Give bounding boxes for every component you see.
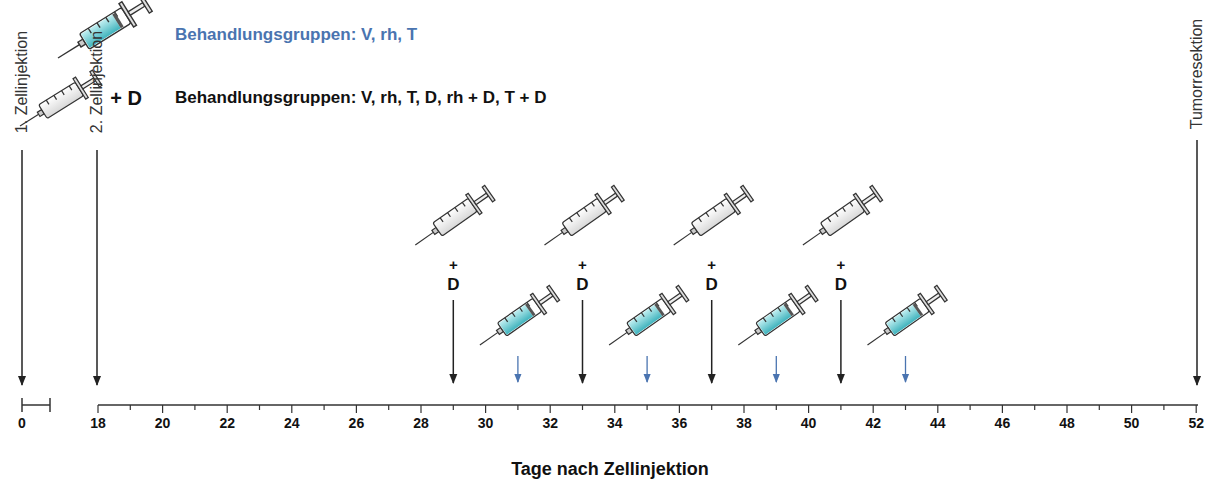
syringe-icon xyxy=(473,283,561,355)
drug-label: D xyxy=(576,276,588,295)
tick-label: 26 xyxy=(349,416,365,431)
tick-label: 44 xyxy=(930,416,946,431)
syringe-icon xyxy=(731,283,819,355)
drug-label: D xyxy=(835,276,847,295)
treatment-arrow xyxy=(646,356,647,382)
tick-label: 0 xyxy=(18,416,26,431)
tick-label: 34 xyxy=(607,416,623,431)
syringe-icon xyxy=(667,183,755,255)
tick-label: 38 xyxy=(736,416,752,431)
treatment-arrow xyxy=(711,300,713,383)
axis-title: Tage nach Zellinjektion xyxy=(511,460,709,480)
event-label: Tumorresektion xyxy=(1188,19,1206,130)
treatment-arrow xyxy=(905,356,906,382)
syringe-icon xyxy=(796,183,884,255)
drug-label: D xyxy=(447,276,459,295)
syringe-icon xyxy=(861,283,949,355)
drug-label: + D xyxy=(110,87,142,109)
tick-label: 22 xyxy=(219,416,235,431)
tick-label: 48 xyxy=(1059,416,1075,431)
plus-sign: + xyxy=(449,257,458,274)
time-axis xyxy=(22,398,1198,412)
syringe-icon xyxy=(408,183,496,255)
syringe-icon xyxy=(602,283,690,355)
plus-sign: + xyxy=(837,257,846,274)
plus-sign: + xyxy=(707,257,716,274)
event-arrows xyxy=(22,140,1197,385)
tick-label: 24 xyxy=(284,416,300,431)
tick-label: 28 xyxy=(413,416,429,431)
tick-label: 42 xyxy=(865,416,881,431)
drug-label: D xyxy=(706,276,718,295)
axis-ticks xyxy=(98,405,1196,413)
treatment-arrow xyxy=(517,356,518,382)
treatment-markers xyxy=(408,183,949,383)
plus-sign: + xyxy=(578,257,587,274)
event-label: 2. Zellinjektion xyxy=(88,31,106,133)
legend-text: Behandlungsgruppen: V, rh, T, D, rh + D,… xyxy=(175,89,547,108)
tick-label: 40 xyxy=(801,416,817,431)
tick-label: 46 xyxy=(995,416,1011,431)
event-label: 1. Zellinjektion xyxy=(13,31,31,133)
treatment-arrow xyxy=(453,300,455,383)
tick-label: 30 xyxy=(478,416,494,431)
tick-label: 50 xyxy=(1124,416,1140,431)
tick-label: 18 xyxy=(90,416,106,431)
tick-label: 32 xyxy=(542,416,558,431)
tick-label: 20 xyxy=(155,416,171,431)
syringe-icon xyxy=(538,183,626,255)
treatment-arrow xyxy=(582,300,584,383)
legend-text: Behandlungsgruppen: V, rh, T xyxy=(175,26,417,45)
treatment-arrow xyxy=(840,300,842,383)
tick-label: 36 xyxy=(672,416,688,431)
tick-label: 52 xyxy=(1188,416,1204,431)
treatment-arrow xyxy=(776,356,777,382)
